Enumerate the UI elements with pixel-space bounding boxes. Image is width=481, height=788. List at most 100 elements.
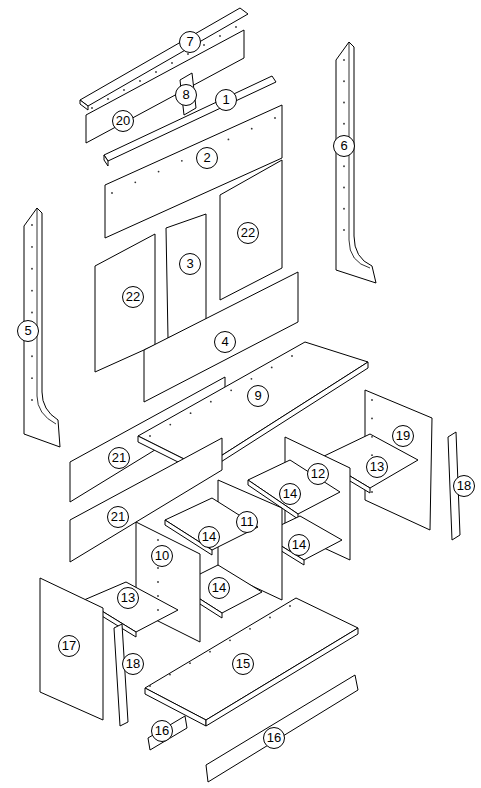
callout-number: 13	[117, 587, 139, 609]
drill-hole	[139, 80, 141, 82]
rail-edge	[80, 100, 88, 110]
callout-number: 14	[198, 526, 220, 548]
drill-hole	[31, 312, 33, 314]
drill-hole	[343, 187, 345, 189]
drill-hole	[289, 605, 291, 607]
drill-hole	[343, 123, 345, 125]
callout-number: 10	[151, 545, 173, 567]
drill-hole	[157, 567, 159, 569]
drill-hole	[271, 367, 273, 369]
drill-hole	[31, 268, 33, 270]
drill-hole	[210, 401, 212, 403]
drill-hole	[343, 80, 345, 82]
drill-hole	[157, 595, 159, 597]
drill-hole	[291, 355, 293, 357]
callout-number: 11	[236, 511, 258, 533]
shelf	[165, 498, 258, 550]
drill-hole	[203, 44, 205, 46]
callout-number: 17	[58, 635, 80, 657]
callout-number: 16	[263, 727, 285, 749]
callout-number: 21	[107, 506, 129, 528]
drill-hole	[235, 26, 237, 28]
callout-number: 12	[307, 463, 329, 485]
callout-number: 15	[232, 653, 254, 675]
side-panel	[336, 42, 376, 283]
plinth-piece	[148, 716, 187, 750]
plinth-board	[206, 675, 358, 782]
drill-hole	[149, 435, 151, 437]
callout-number: 4	[214, 331, 236, 353]
drill-hole	[31, 399, 33, 401]
callout-number: 1	[215, 89, 237, 111]
callout-number: 19	[392, 425, 414, 447]
drill-hole	[249, 628, 251, 630]
drill-hole	[158, 171, 160, 173]
drill-hole	[107, 98, 109, 100]
board-edge	[145, 688, 206, 726]
drill-hole	[251, 378, 253, 380]
top-board	[138, 342, 368, 468]
side-panel	[40, 578, 103, 720]
callout-number: 5	[17, 320, 39, 342]
drill-hole	[31, 355, 33, 357]
callout-number: 14	[288, 534, 310, 556]
drill-hole	[269, 617, 271, 619]
drill-hole	[209, 651, 211, 653]
drill-hole	[343, 102, 345, 104]
center-panel	[166, 214, 206, 338]
drill-hole	[169, 424, 171, 426]
drill-hole	[343, 59, 345, 61]
callout-number: 13	[366, 456, 388, 478]
drill-hole	[230, 389, 232, 391]
drill-hole	[157, 581, 159, 583]
drill-hole	[371, 418, 373, 420]
callout-number: 21	[108, 447, 130, 469]
callout-number: 9	[247, 385, 269, 407]
drill-hole	[91, 107, 93, 109]
drill-hole	[251, 128, 253, 130]
callout-number: 22	[237, 222, 259, 244]
callout-number: 22	[122, 286, 144, 308]
drill-hole	[31, 246, 33, 248]
callout-number: 8	[175, 84, 197, 106]
drill-hole	[181, 160, 183, 162]
callout-number: 18	[453, 475, 475, 497]
side-edge	[349, 42, 370, 268]
drill-hole	[123, 89, 125, 91]
drill-hole	[229, 639, 231, 641]
drill-holes	[31, 26, 373, 687]
strip-edge	[104, 155, 108, 166]
drill-hole	[31, 290, 33, 292]
drill-hole	[169, 674, 171, 676]
board-edge	[206, 628, 358, 726]
callout-number: 7	[179, 31, 201, 53]
drill-hole	[371, 491, 373, 493]
callout-number: 2	[196, 147, 218, 169]
drill-hole	[190, 412, 192, 414]
drill-hole	[157, 539, 159, 541]
door-panel	[220, 160, 282, 300]
drill-hole	[274, 117, 276, 119]
callout-number: 18	[122, 653, 144, 675]
callout-number: 20	[112, 110, 134, 132]
callout-number: 14	[279, 483, 301, 505]
callout-number: 16	[151, 720, 173, 742]
drill-hole	[149, 685, 151, 687]
plinth-strip	[114, 624, 128, 726]
callout-number: 14	[208, 577, 230, 599]
drill-hole	[31, 377, 33, 379]
callout-number: 3	[179, 253, 201, 275]
drill-hole	[134, 181, 136, 183]
drill-hole	[228, 139, 230, 141]
drill-hole	[343, 208, 345, 210]
drill-hole	[371, 436, 373, 438]
drill-hole	[219, 35, 221, 37]
drill-hole	[189, 662, 191, 664]
drill-hole	[187, 53, 189, 55]
drill-hole	[343, 165, 345, 167]
drill-hole	[343, 229, 345, 231]
callout-number: 6	[333, 135, 355, 157]
drill-hole	[111, 192, 113, 194]
side-edge	[37, 208, 56, 424]
